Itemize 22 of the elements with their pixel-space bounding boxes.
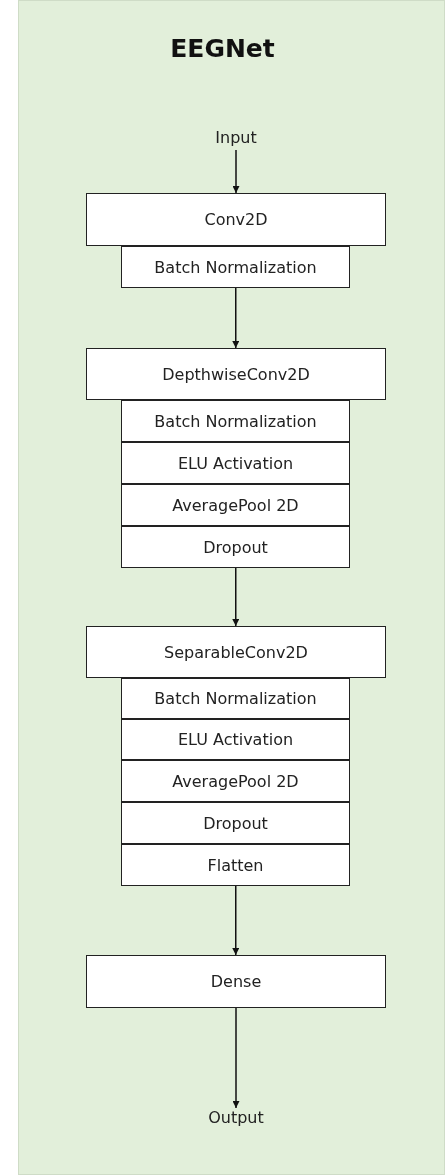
arrow bbox=[232, 567, 240, 627]
layer-box: Conv2D bbox=[86, 193, 386, 246]
arrow bbox=[232, 1007, 240, 1109]
layer-box: Dropout bbox=[121, 802, 350, 844]
layer-box: Batch Normalization bbox=[121, 678, 350, 719]
layer-box: DepthwiseConv2D bbox=[86, 348, 386, 400]
io-label: Output bbox=[176, 1104, 296, 1132]
layer-box: Flatten bbox=[121, 844, 350, 886]
arrow bbox=[232, 287, 240, 349]
layer-box: AveragePool 2D bbox=[121, 484, 350, 526]
arrow bbox=[232, 149, 240, 194]
arrow bbox=[232, 885, 240, 956]
layer-box: SeparableConv2D bbox=[86, 626, 386, 678]
layer-box: Batch Normalization bbox=[121, 246, 350, 288]
layer-box: ELU Activation bbox=[121, 442, 350, 484]
diagram-title: EEGNet bbox=[169, 34, 276, 63]
layer-box: Dense bbox=[86, 955, 386, 1008]
io-label: Input bbox=[186, 124, 286, 152]
layer-box: Dropout bbox=[121, 526, 350, 568]
layer-box: ELU Activation bbox=[121, 719, 350, 760]
layer-box: Batch Normalization bbox=[121, 400, 350, 442]
layer-box: AveragePool 2D bbox=[121, 760, 350, 802]
